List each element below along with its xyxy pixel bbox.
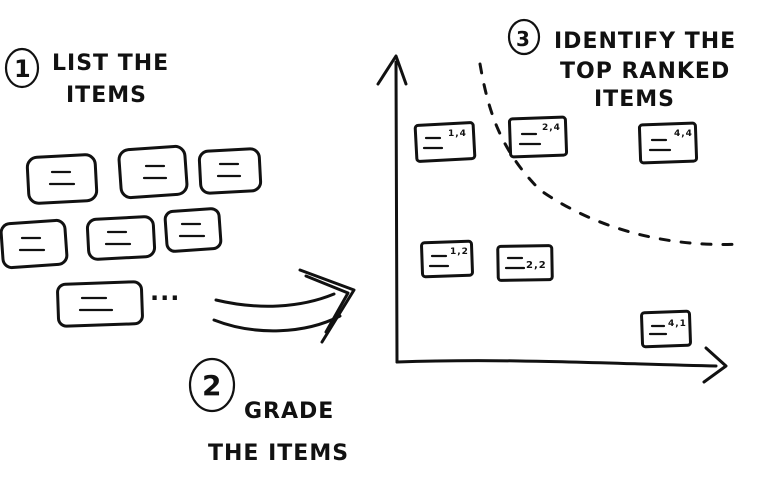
step-2-circle [188,357,236,413]
graded-item-tag: 2,4 [542,123,561,133]
step-2-line-1: GRADE [244,399,334,424]
step-3-line-1: IDENTIFY THE [554,29,736,54]
graded-item: 2,4 [507,115,569,159]
graded-item-tag: 4,4 [674,129,693,139]
graded-items: 1,4 2,4 4,4 1,2 2,2 4,1 [413,115,699,349]
step-3-number: 3 [516,27,531,51]
y-axis [394,60,399,364]
step-1-line-2: ITEMS [66,83,147,108]
grading-axes [376,54,728,384]
step-3-line-2: TOP RANKED [560,59,730,84]
graded-item: 4,1 [640,309,692,349]
flow-arrow [212,268,356,344]
graded-item: 4,4 [637,121,699,165]
graded-item: 1,4 [413,121,477,163]
step-1-line-1: LIST THE [52,51,169,76]
list-item [85,215,157,261]
graded-item: 1,2 [420,239,474,279]
graded-item: 2,2 [496,244,554,282]
step-3: 3 IDENTIFY THE TOP RANKED ITEMS [507,18,736,112]
step-2: 2 GRADE THE ITEMS [188,357,349,466]
list-item [117,144,189,200]
list-item [163,207,223,253]
list-item [0,218,69,270]
step-1-circle [4,47,40,89]
step-3-circle [507,18,541,56]
step-1-number: 1 [14,55,32,83]
step-1: 1 LIST THE ITEMS [4,47,169,108]
x-axis [395,359,718,368]
x-axis-arrowhead [702,346,728,384]
list-item [56,280,144,328]
graded-item-tag: 1,4 [448,129,467,139]
graded-item-tag: 1,2 [450,247,469,257]
y-axis-arrowhead [376,54,408,86]
step-2-number: 2 [202,369,222,402]
item-list: ... [0,144,263,328]
list-item [25,153,99,205]
step-3-line-3: ITEMS [594,87,675,112]
top-rank-frontier [478,62,742,246]
graded-item-tag: 2,2 [526,260,547,271]
list-item [197,147,263,195]
more-items-ellipsis: ... [150,278,180,306]
step-2-line-2: THE ITEMS [208,441,349,466]
graded-item-tag: 4,1 [668,319,687,329]
